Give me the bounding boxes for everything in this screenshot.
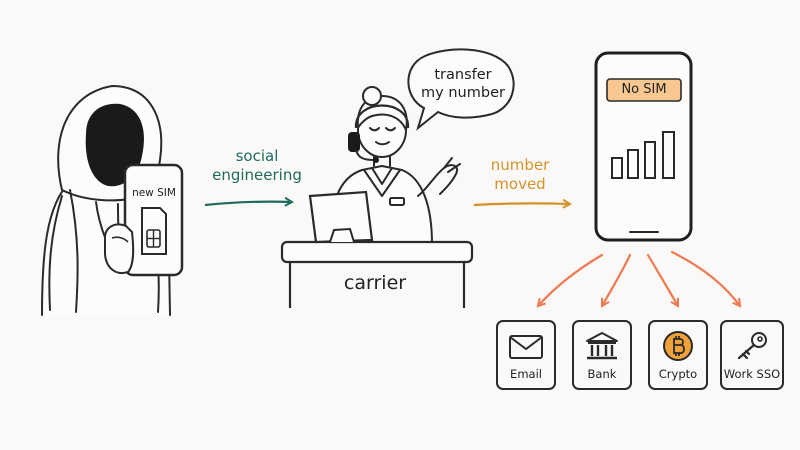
social-engineering-arrow bbox=[204, 202, 292, 205]
service-work-sso: Work SSO bbox=[720, 320, 784, 390]
speech-bubble-text: transfer my number bbox=[410, 66, 516, 102]
carrier-counter bbox=[280, 190, 474, 308]
speech-line1: transfer bbox=[434, 67, 492, 83]
social-engineering-line2: engineering bbox=[212, 166, 302, 184]
social-engineering-label: social engineering bbox=[202, 147, 312, 185]
envelope-icon bbox=[509, 335, 543, 359]
service-label: Work SSO bbox=[723, 367, 781, 381]
speech-line2: my number bbox=[421, 85, 505, 101]
no-sim-status-badge bbox=[606, 78, 682, 102]
victim-phone bbox=[594, 51, 693, 242]
arrow-to-crypto bbox=[646, 253, 680, 308]
service-label: Email bbox=[510, 367, 542, 381]
attacker-phone bbox=[103, 163, 184, 277]
number-moved-arrow bbox=[473, 203, 570, 205]
service-bank: Bank bbox=[572, 320, 632, 390]
speech-bubble bbox=[407, 48, 515, 131]
monitor-icon bbox=[308, 190, 374, 244]
signal-bars-icon bbox=[611, 131, 675, 179]
arrow-to-bank bbox=[600, 253, 632, 308]
service-label: Crypto bbox=[658, 367, 698, 381]
headset-icon bbox=[348, 104, 410, 163]
key-icon bbox=[737, 332, 767, 360]
number-moved-line2: moved bbox=[494, 175, 546, 193]
phone-card-label: new SIM bbox=[132, 187, 176, 199]
carrier-label: carrier bbox=[343, 272, 407, 294]
bitcoin-icon bbox=[663, 331, 693, 361]
social-engineering-line1: social bbox=[235, 147, 279, 165]
bank-icon bbox=[586, 332, 618, 360]
number-moved-line1: number bbox=[490, 156, 550, 174]
service-email: Email bbox=[496, 320, 556, 390]
arrow-to-email bbox=[536, 253, 604, 308]
arrow-to-work-sso bbox=[670, 250, 742, 308]
no-sim-status-text: No SIM bbox=[621, 82, 667, 97]
service-crypto: Crypto bbox=[648, 320, 708, 390]
service-label: Bank bbox=[587, 367, 617, 381]
number-moved-label: number moved bbox=[480, 156, 560, 194]
